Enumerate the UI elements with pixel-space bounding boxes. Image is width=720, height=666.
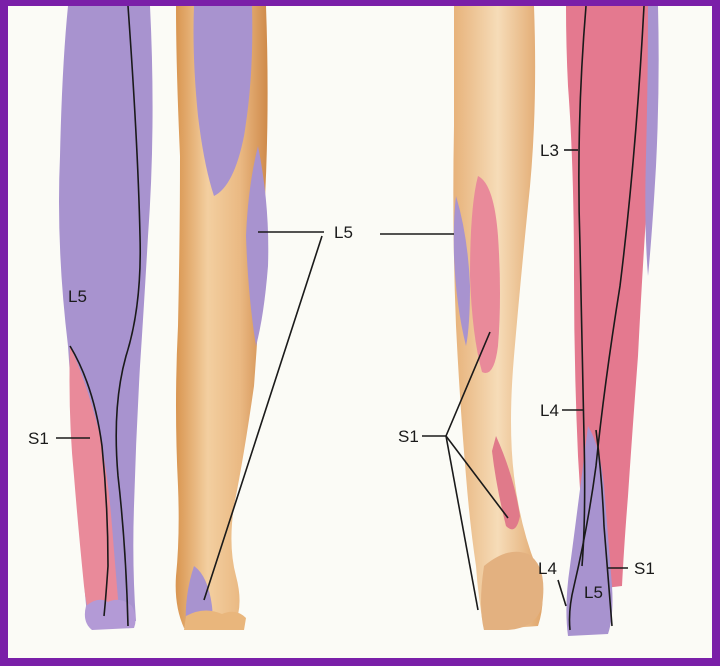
- label-foot-s1: S1: [634, 559, 655, 578]
- label-s1-leg1: S1: [28, 429, 49, 448]
- foot-leg3: [481, 552, 543, 630]
- leg-lateral-right: [380, 6, 543, 630]
- label-l4: L4: [540, 401, 559, 420]
- label-l3: L3: [540, 141, 559, 160]
- dermatome-illustration: L5 S1 L3 L4 L4 L5 S1: [8, 6, 712, 658]
- dermatome-diagram: L5 S1 L3 L4 L4 L5 S1: [8, 6, 712, 658]
- label-s1-right: S1: [398, 427, 419, 446]
- label-foot-l5: L5: [584, 583, 603, 602]
- leg-posterior-left: L5 S1: [28, 6, 153, 630]
- label-foot-l4: L4: [538, 559, 557, 578]
- label-l5-center: L5: [334, 223, 353, 242]
- leg-anterior-right: L3 L4 L4 L5 S1: [538, 6, 659, 636]
- leg-anterior-left: [176, 6, 269, 630]
- leader-foot-l4: [558, 580, 566, 606]
- label-l5-leg1: L5: [68, 287, 87, 306]
- toes-leg2: [184, 610, 246, 630]
